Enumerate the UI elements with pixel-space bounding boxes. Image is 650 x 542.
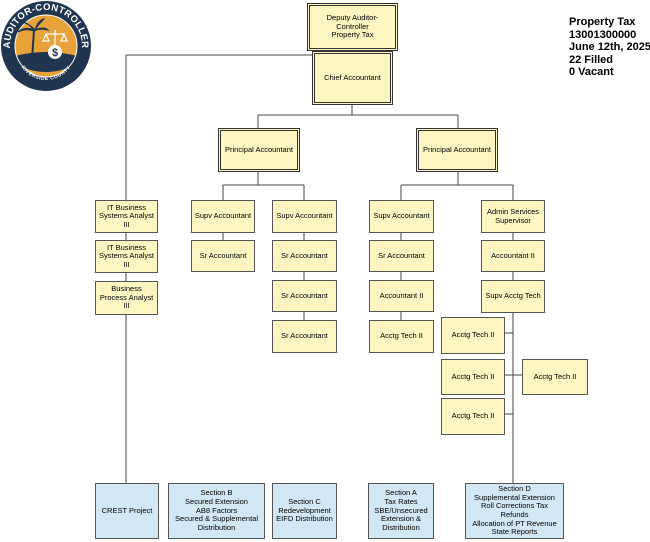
position-acctg-tech-ii-d2[interactable]: Acctg Tech II <box>441 359 505 395</box>
position-chief-accountant[interactable]: Chief Accountant <box>312 51 393 105</box>
position-acctg-tech-ii-d4[interactable]: Acctg Tech II <box>522 359 588 395</box>
position-supv-accountant-c[interactable]: Supv Accountant <box>272 200 337 233</box>
svg-text:$: $ <box>52 47 58 59</box>
position-deputy-auditor-controller[interactable]: Deputy Auditor- Controller Property Tax <box>307 3 398 51</box>
position-supv-accountant-b[interactable]: Supv Accountant <box>191 200 255 233</box>
position-business-process-analyst[interactable]: Business Process Analyst III <box>95 281 158 315</box>
connector-lines <box>125 51 522 483</box>
position-admin-services-supervisor[interactable]: Admin Services Supervisor <box>481 200 545 233</box>
position-acctg-tech-ii-d1[interactable]: Acctg Tech II <box>441 317 505 354</box>
auditor-controller-seal: $ AUDITOR-CONTROLLER RIVERSIDE COUNTY <box>1 1 91 91</box>
position-sr-accountant-b[interactable]: Sr Accountant <box>191 240 255 272</box>
position-it-business-systems-analyst-2[interactable]: IT Business Systems Analyst III <box>95 240 158 273</box>
chart-date: June 12th, 2025 <box>569 41 650 54</box>
position-sr-accountant-c1[interactable]: Sr Accountant <box>272 240 337 272</box>
filled-count: 22 Filled <box>569 53 614 66</box>
position-sr-accountant-a[interactable]: Sr Accountant <box>369 240 434 272</box>
position-sr-accountant-c2[interactable]: Sr Accountant <box>272 280 337 312</box>
position-supv-acctg-tech[interactable]: Supv Acctg Tech <box>481 280 545 313</box>
position-sr-accountant-c3[interactable]: Sr Accountant <box>272 320 337 353</box>
section-c[interactable]: Section C Redevelopment EIFD Distributio… <box>272 483 337 539</box>
section-a[interactable]: Section A Tax Rates SBE/Unsecured Extens… <box>368 483 434 539</box>
position-principal-accountant-right[interactable]: Principal Accountant <box>416 128 498 172</box>
department-name: Property Tax <box>569 16 636 28</box>
palm-tree-icon <box>17 18 50 61</box>
position-accountant-ii-d[interactable]: Accountant II <box>481 240 545 272</box>
position-principal-accountant-left[interactable]: Principal Accountant <box>218 128 300 172</box>
section-d[interactable]: Section D Supplemental Extension Roll Co… <box>465 483 564 539</box>
section-crest-project[interactable]: CREST Project <box>95 483 159 539</box>
position-accountant-ii-a[interactable]: Accountant II <box>369 280 434 312</box>
vacant-count: 0 Vacant <box>569 66 614 79</box>
position-supv-accountant-a[interactable]: Supv Accountant <box>369 200 434 233</box>
scales-of-justice-icon <box>42 30 68 52</box>
info-block: Property Tax 13001300000 June 12th, 2025… <box>569 16 650 79</box>
position-it-business-systems-analyst-1[interactable]: IT Business Systems Analyst III <box>95 200 158 233</box>
position-acctg-tech-ii-a[interactable]: Acctg Tech II <box>369 320 434 353</box>
department-code: 13001300000 <box>569 28 637 41</box>
section-b[interactable]: Section B Secured Extension AB8 Factors … <box>168 483 265 539</box>
position-acctg-tech-ii-d3[interactable]: Acctg Tech II <box>441 398 505 435</box>
dollar-coin-icon: $ <box>48 45 62 59</box>
